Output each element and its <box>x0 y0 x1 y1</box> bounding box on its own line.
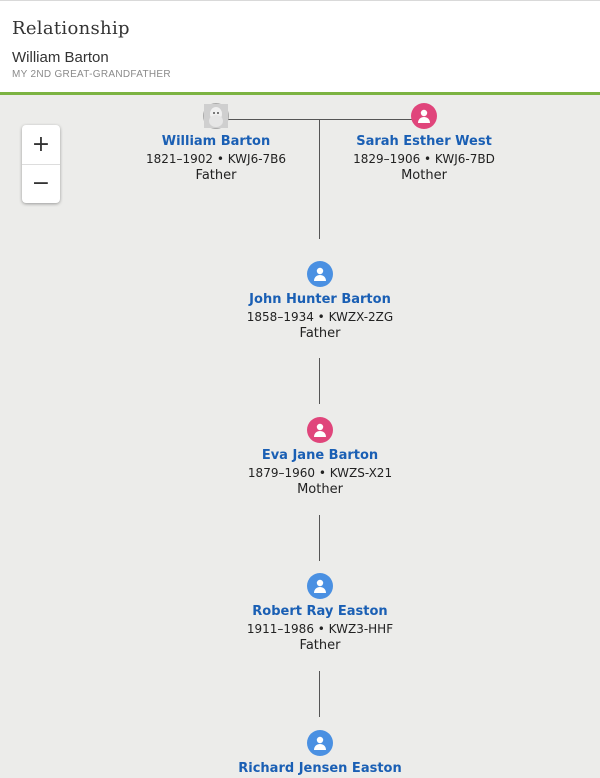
person-lifespan-id: 1858–1934 • KWZX-2ZG <box>246 310 394 324</box>
person-relation: Father <box>299 638 341 653</box>
relationship-header: Relationship William Barton MY 2ND GREAT… <box>0 0 600 95</box>
descent-line-1 <box>319 119 320 239</box>
zoom-in-button[interactable]: + <box>22 125 60 165</box>
zoom-out-button[interactable]: − <box>31 171 51 196</box>
couple-connector-line <box>215 119 425 120</box>
page-title: Relationship <box>12 18 130 39</box>
person-card[interactable]: Sarah Esther West 1829–1906 • KWJ6-7BD M… <box>314 103 534 184</box>
person-lifespan-id: 1829–1906 • KWJ6-7BD <box>353 152 495 166</box>
relationship-label: MY 2ND GREAT-GRANDFATHER <box>12 69 171 80</box>
descent-line-3 <box>319 515 320 561</box>
zoom-control: + − <box>22 125 60 203</box>
person-card[interactable]: John Hunter Barton 1858–1934 • KWZX-2ZG … <box>210 261 430 342</box>
person-lifespan-id: 1879–1960 • KWZS-X21 <box>247 466 393 480</box>
person-name-link[interactable]: John Hunter Barton <box>249 292 391 307</box>
person-name-link[interactable]: Richard Jensen Easton <box>238 761 402 776</box>
person-relation: Father <box>299 326 341 341</box>
person-name-link[interactable]: Robert Ray Easton <box>252 604 388 619</box>
person-name-link[interactable]: William Barton <box>161 134 271 149</box>
male-person-icon <box>307 730 333 756</box>
person-name-link[interactable]: Sarah Esther West <box>356 134 492 149</box>
person-card[interactable]: William Barton 1821–1902 • KWJ6-7B6 Fath… <box>106 103 326 184</box>
person-card[interactable]: Robert Ray Easton 1911–1986 • KWZ3-HHF F… <box>210 573 430 654</box>
person-relation: Mother <box>401 168 447 183</box>
person-lifespan-id: 1821–1902 • KWJ6-7B6 <box>145 152 287 166</box>
portrait-photo-icon <box>203 103 229 129</box>
person-relation: Father <box>195 168 237 183</box>
person-relation: Mother <box>297 482 343 497</box>
male-person-icon <box>307 261 333 287</box>
person-lifespan-id: 1911–1986 • KWZ3-HHF <box>246 622 394 636</box>
person-name-link[interactable]: Eva Jane Barton <box>261 448 379 463</box>
male-person-icon <box>307 573 333 599</box>
person-card[interactable]: Eva Jane Barton 1879–1960 • KWZS-X21 Mot… <box>210 417 430 498</box>
female-person-icon <box>307 417 333 443</box>
female-person-icon <box>411 103 437 129</box>
descent-line-4 <box>319 671 320 717</box>
person-card[interactable]: Richard Jensen Easton <box>210 730 430 777</box>
ancestor-name: William Barton <box>12 49 109 66</box>
descent-line-2 <box>319 358 320 404</box>
